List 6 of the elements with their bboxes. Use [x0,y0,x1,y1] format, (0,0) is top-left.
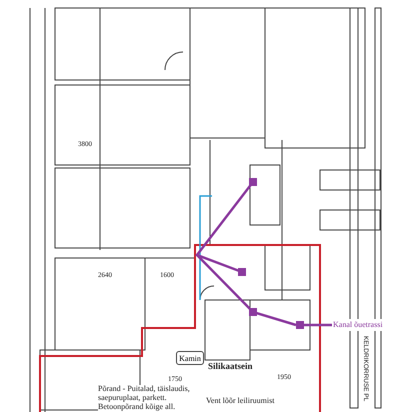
duct-label: Kanal õuetrassi [333,319,383,331]
wall-label: Silikaatsein [208,362,253,372]
duct-line [304,324,332,326]
fireplace-box: Kamin [176,351,204,365]
duct-outlet [296,321,304,329]
vent-note: Vent lõõr leiliruumist [206,397,274,406]
